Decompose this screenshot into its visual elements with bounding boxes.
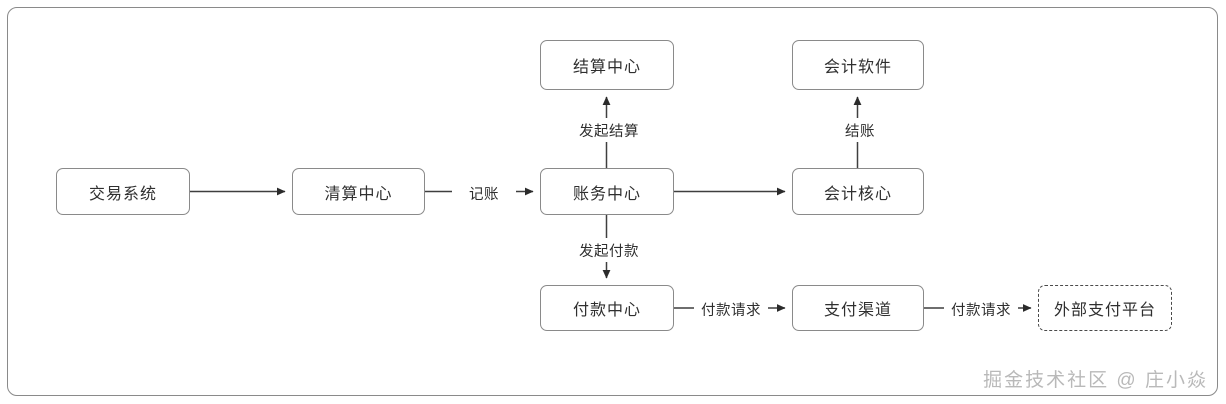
node-transaction-system[interactable]: 交易系统 bbox=[56, 168, 190, 215]
node-payment-channel-label: 支付渠道 bbox=[823, 302, 892, 319]
edge-label-payment-request-1: 付款请求 bbox=[694, 299, 768, 320]
node-payment-center[interactable]: 付款中心 bbox=[540, 285, 674, 331]
node-accounting-software[interactable]: 会计软件 bbox=[792, 40, 924, 90]
edge-label-payment-request-2: 付款请求 bbox=[944, 299, 1018, 320]
edge-label-bookkeeping: 记账 bbox=[452, 183, 516, 204]
node-clearing-center-label: 清算中心 bbox=[324, 185, 393, 203]
node-external-payment-platform[interactable]: 外部支付平台 bbox=[1038, 285, 1172, 331]
node-account-center[interactable]: 账务中心 bbox=[540, 168, 674, 215]
node-account-center-label: 账务中心 bbox=[572, 185, 641, 203]
node-accounting-software-label: 会计软件 bbox=[823, 59, 892, 76]
edge-label-initiate-settlement: 发起结算 bbox=[547, 120, 671, 141]
edge-label-initiate-payment: 发起付款 bbox=[547, 240, 671, 261]
node-external-payment-platform-label: 外部支付平台 bbox=[1053, 302, 1156, 319]
node-accounting-core[interactable]: 会计核心 bbox=[792, 168, 924, 215]
node-transaction-system-label: 交易系统 bbox=[88, 185, 157, 203]
node-settlement-center[interactable]: 结算中心 bbox=[540, 40, 674, 90]
node-payment-center-label: 付款中心 bbox=[572, 302, 641, 319]
node-accounting-core-label: 会计核心 bbox=[823, 185, 892, 203]
node-payment-channel[interactable]: 支付渠道 bbox=[792, 285, 924, 331]
edge-label-close-account: 结账 bbox=[827, 120, 893, 141]
node-clearing-center[interactable]: 清算中心 bbox=[292, 168, 425, 215]
node-settlement-center-label: 结算中心 bbox=[572, 59, 641, 76]
watermark: 掘金技术社区 @ 庄小焱 bbox=[983, 370, 1208, 391]
